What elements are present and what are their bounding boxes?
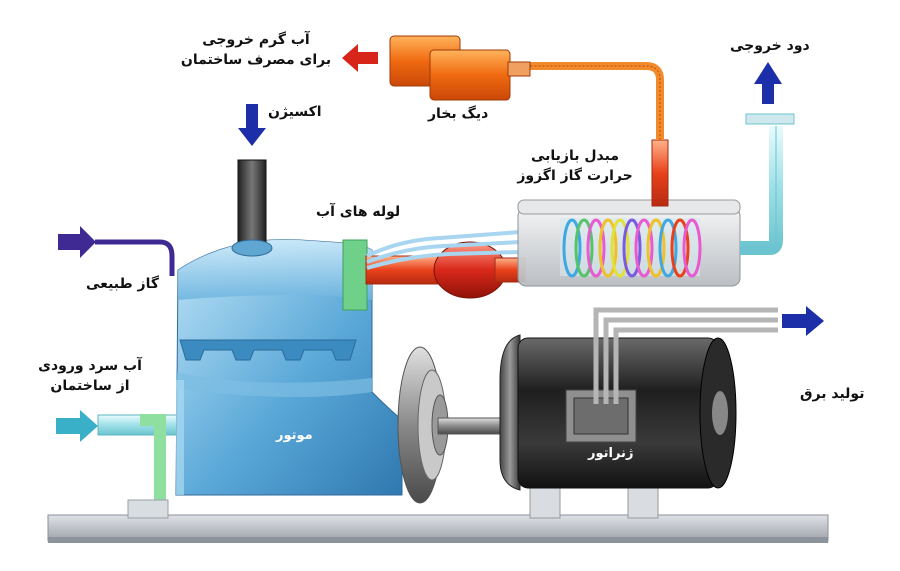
base-plate — [47, 514, 829, 542]
power-cables — [593, 307, 778, 404]
cold-water-pipe — [97, 414, 179, 519]
cold-water-in-line2: از ساختمان — [50, 378, 130, 394]
exhaust-label: دود خروجی — [730, 38, 810, 54]
engine-label: موتور — [276, 428, 313, 443]
water-pipes — [366, 230, 521, 270]
heat-exchanger-line2: حرارت گاز اگزوز — [517, 168, 633, 184]
exhaust-stack — [740, 113, 795, 255]
steam-boiler-label: دیگ بخار — [428, 106, 489, 122]
hot-water-riser — [528, 62, 669, 207]
power-generation-label: تولید برق — [800, 386, 865, 402]
heat-exchanger-label: مبدل بازیابی حرارت گاز اگزوز — [500, 146, 650, 186]
heat-exchanger-line1: مبدل بازیابی — [531, 148, 619, 164]
heat-exchanger — [517, 199, 741, 287]
water-pipes-label: لوله های آب — [316, 204, 401, 220]
arrow-left-icon — [342, 44, 378, 72]
cold-water-in-label: آب سرد ورودی از ساختمان — [30, 356, 150, 396]
cold-water-in-line1: آب سرد ورودی — [38, 358, 142, 374]
air-intake — [231, 159, 273, 257]
exhaust-flange — [342, 239, 368, 311]
arrow-down-icon — [238, 104, 266, 146]
arrow-right-icon — [56, 410, 98, 442]
arrow-up-icon — [754, 62, 782, 104]
engine — [175, 239, 403, 496]
arrow-right-icon — [782, 306, 824, 336]
generator-label: ژنراتور — [588, 446, 634, 461]
arrow-right-icon — [58, 226, 96, 258]
gas-line — [95, 239, 175, 276]
generator — [499, 334, 737, 519]
hot-water-out-label: آب گرم خروجی برای مصرف ساختمان — [176, 30, 336, 70]
natural-gas-label: گاز طبیعی — [86, 276, 160, 292]
flywheel — [397, 346, 449, 504]
hot-water-out-line2: برای مصرف ساختمان — [180, 52, 332, 68]
base-plate-edge — [48, 537, 828, 543]
oxygen-label: اکسیژن — [268, 104, 322, 120]
hot-water-out-line1: آب گرم خروجی — [202, 32, 310, 48]
steam-boiler — [389, 35, 531, 101]
